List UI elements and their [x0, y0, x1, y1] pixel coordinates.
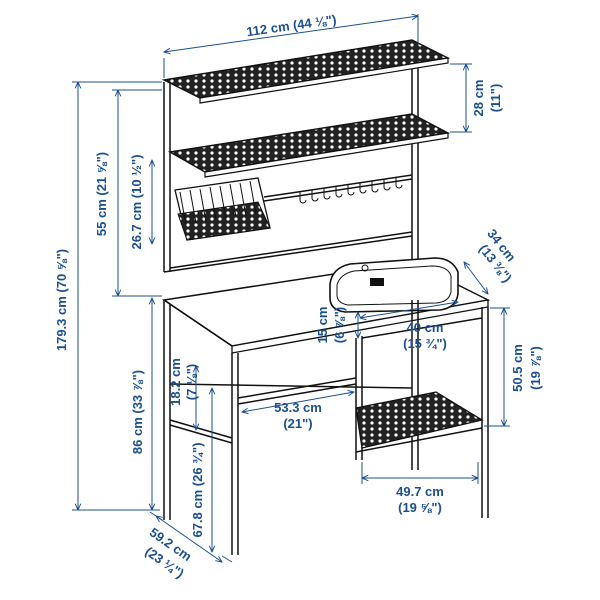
label-sink-width-in: (15 ¾") [403, 336, 447, 351]
dimension-lines [72, 14, 510, 562]
label-cabinet-height-in: (19 ⅞") [528, 346, 543, 390]
side-stretcher-lower [169, 424, 233, 444]
label-overall-width: 112 cm (44 ⅛") [245, 12, 337, 39]
label-knee-width-in: (21") [283, 416, 312, 431]
label-rack-height: 26.7 cm (10 ½") [129, 154, 144, 249]
back-stretcher [169, 383, 413, 389]
label-knee-width: 53.3 cm [274, 400, 322, 415]
label-shelf-spacing: 28 cm [471, 80, 486, 117]
label-sink-width: 40 cm [407, 320, 444, 335]
label-counter-height: 86 cm (33 ⅞") [130, 370, 145, 454]
label-lower-rail-in: (7 ⅛") [184, 364, 199, 401]
middle-shelf-edge [204, 132, 449, 178]
label-shelf-spacing-in: (11") [488, 84, 503, 113]
lower-shelf [355, 391, 484, 449]
cabinet-top-rail [361, 317, 483, 339]
back-panel-bottom [163, 235, 413, 273]
hook-rail [263, 174, 413, 198]
label-basin-depth-in: (6 ⅞") [332, 307, 347, 344]
back-panel-line [169, 231, 413, 269]
label-basin-depth: 15 cm [315, 307, 330, 344]
label-cabinet-width-in: (19 ⅝") [398, 500, 442, 515]
side-stretcher [169, 419, 233, 439]
lower-shelf-rail [355, 427, 483, 453]
sink [329, 257, 459, 313]
dish-rack [174, 177, 271, 241]
label-lower-rail: 18.2 cm [168, 358, 183, 406]
label-cabinet-height: 50.5 cm [510, 344, 525, 392]
hooks [299, 177, 403, 204]
label-overall-height: 179.3 cm (70 ⅝") [54, 249, 69, 351]
worktop-left-edge [163, 299, 233, 347]
label-cabinet-width: 49.7 cm [396, 484, 444, 499]
label-knee-height: 67.8 cm (26 ¾") [190, 442, 205, 537]
top-shelf-edge [199, 57, 449, 104]
hook-rail-lower [263, 178, 413, 202]
label-upper-section: 55 cm (21 ⅝") [94, 152, 109, 236]
